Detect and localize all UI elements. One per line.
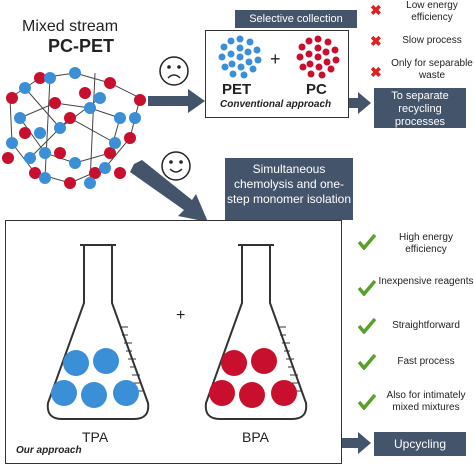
arrow-to-separate <box>340 92 371 114</box>
cross-icon: ✖ <box>370 64 382 80</box>
to-separate-box: To separate recycling processes <box>374 88 466 128</box>
check-icon <box>358 280 376 296</box>
arrow-to-our-approach <box>130 160 208 222</box>
our-approach-panel: + TPA BPA Our approach <box>5 220 342 464</box>
check-icon <box>358 394 376 410</box>
cross-icon: ✖ <box>370 2 382 18</box>
drawback-text: Only for separable waste <box>391 58 473 81</box>
pet-label: PET <box>222 81 252 98</box>
benefit-text: Straightforward <box>392 320 460 331</box>
arrow-to-upcycling <box>340 432 371 454</box>
pet-cluster <box>218 35 262 79</box>
polymer-mixture-network <box>2 67 146 189</box>
benefit-text: Also for intimately mixed mixtures <box>386 390 466 413</box>
benefit-text: Fast process <box>397 356 455 367</box>
upcycling-box: Upcycling <box>374 432 466 456</box>
happy-face-icon <box>161 151 191 181</box>
check-icon <box>358 234 376 250</box>
mixed-stream-label: Mixed stream <box>22 18 119 35</box>
our-plus: + <box>176 307 186 324</box>
benefit-text: Inexpensive reagents <box>378 276 474 287</box>
our-approach-label: Our approach <box>16 445 82 456</box>
tpa-flask <box>46 244 150 420</box>
conventional-plus: + <box>270 49 281 69</box>
sad-face-icon <box>159 56 189 86</box>
simultaneous-box: Simultaneous chemolysis and one-step mon… <box>225 158 353 220</box>
arrow-to-conventional <box>148 89 205 113</box>
check-icon <box>358 318 376 334</box>
benefit-text: High energy efficiency <box>399 232 453 255</box>
cross-icon: ✖ <box>370 33 382 49</box>
tpa-label: TPA <box>82 429 109 445</box>
check-icon <box>358 354 376 370</box>
drawback-text: Slow process <box>402 35 462 46</box>
conventional-approach-label: Conventional approach <box>220 99 332 110</box>
pc-label: PC <box>306 81 327 98</box>
bpa-label: BPA <box>242 429 269 445</box>
bpa-flask <box>204 244 308 420</box>
pc-pet-label: PC-PET <box>48 36 115 56</box>
drawback-text: Low energy efficiency <box>406 0 458 23</box>
selective-collection-box: Selective collection <box>235 10 357 28</box>
pc-cluster <box>296 35 340 79</box>
conventional-panel: + PET PC Conventional approach <box>205 30 349 118</box>
